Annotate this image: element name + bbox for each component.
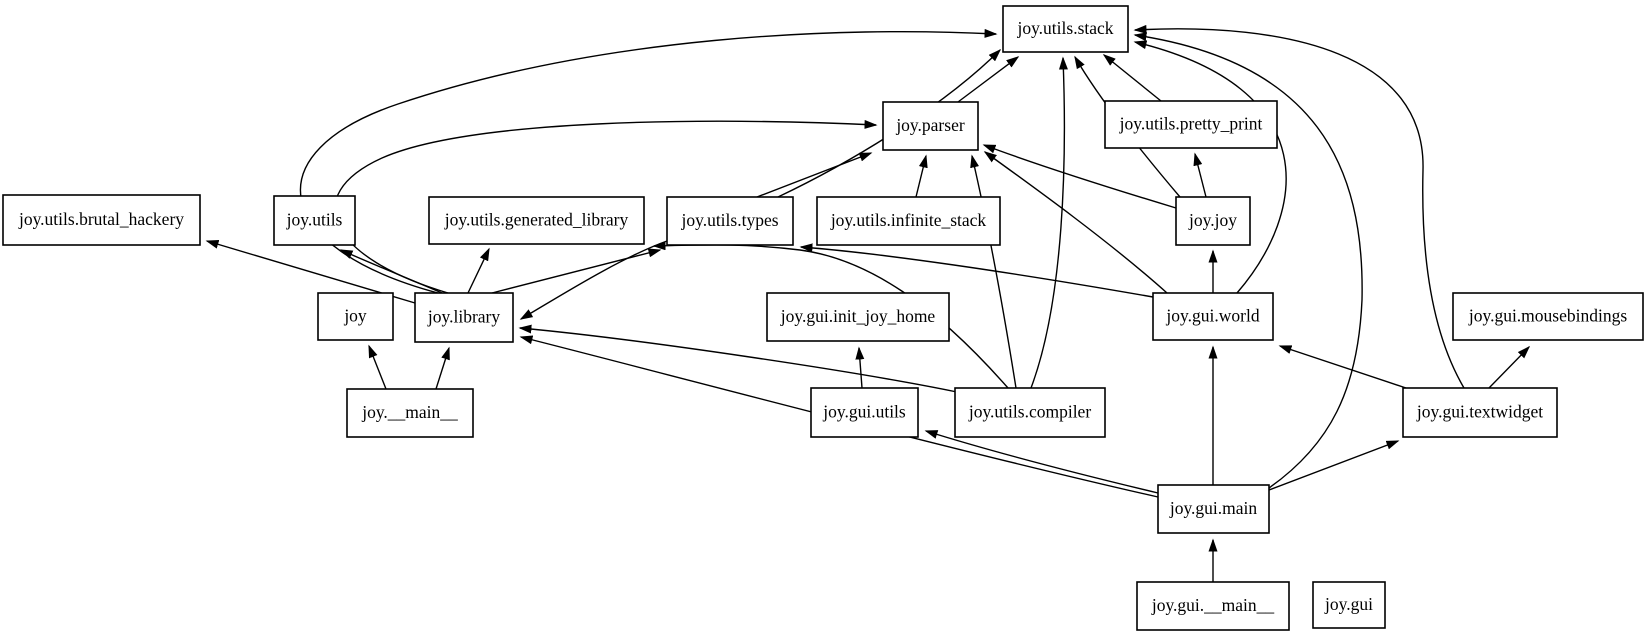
node-joy-gui-mousebindings: joy.gui.mousebindings <box>1452 292 1644 341</box>
node-label-joy-utils-pretty-print: joy.utils.pretty_print <box>1119 114 1263 134</box>
edge-joy.utils.compiler-to-joy.utils.stack <box>1030 56 1068 389</box>
node-label-joy-library: joy.library <box>427 307 500 327</box>
node-label-joy-utils: joy.utils <box>286 210 343 230</box>
node-joy-utils-brutal-hackery: joy.utils.brutal_hackery <box>2 194 201 246</box>
nodes-layer: joy.utils.stack joy.parser joy.utils.prett… <box>2 5 1644 631</box>
node-joy-library: joy.library <box>414 292 514 343</box>
node-box-joy-joy <box>1175 196 1251 246</box>
edge-joy.gui.textwidget-to-joy.gui.world <box>1278 345 1407 389</box>
node-box-joy-gui <box>1312 581 1386 629</box>
node-box-joy-gui-init-joy-home <box>766 292 950 342</box>
node-label-joy-utils-compiler: joy.utils.compiler <box>968 402 1091 422</box>
node-box-joy-utils <box>273 195 356 246</box>
node-label-joy-gui: joy.gui <box>1324 594 1373 614</box>
node-joy-gui-utils: joy.gui.utils <box>810 387 919 438</box>
node-joy-gui: joy.gui <box>1312 581 1386 629</box>
node-box-joy <box>317 292 394 341</box>
node-box-joy-library <box>414 292 514 343</box>
node-joy-utils-stack: joy.utils.stack <box>1002 5 1129 53</box>
node-joy-gui-init-joy-home: joy.gui.init_joy_home <box>766 292 950 342</box>
node-box-joy-main <box>346 388 474 438</box>
node-label-joy-gui-mousebindings: joy.gui.mousebindings <box>1468 306 1628 326</box>
edge-joy.joy-to-joy.parser <box>982 144 1177 209</box>
node-label-joy-utils-infinite-stack: joy.utils.infinite_stack <box>830 210 987 230</box>
edges-layer <box>205 24 1531 582</box>
node-joy-gui-main: joy.gui.main <box>1157 484 1270 534</box>
node-box-joy-parser <box>882 101 979 151</box>
edge-joy.utils.infinite_stack-to-joy.parser <box>915 154 928 198</box>
node-joy-utils-types: joy.utils.types <box>666 196 794 246</box>
edge-joy.joy-to-joy.utils.pretty_print <box>1193 152 1207 198</box>
node-box-joy-utils-brutal-hackery <box>2 194 201 246</box>
node-label-joy-utils-brutal-hackery: joy.utils.brutal_hackery <box>18 209 184 229</box>
edge-joy.utils.types-to-joy.parser <box>756 152 873 198</box>
node-joy-gui-main-module: joy.gui.__main__ <box>1136 581 1290 631</box>
node-label-joy-gui-textwidget: joy.gui.textwidget <box>1416 402 1543 422</box>
node-label-joy-utils-stack: joy.utils.stack <box>1016 18 1113 38</box>
node-joy-parser: joy.parser <box>882 101 979 151</box>
edge-joy.gui.main-to-joy.utils.stack <box>1133 32 1363 489</box>
edge-joy.gui.world-to-joy.utils.types <box>799 243 1154 298</box>
node-label-joy-utils-generated-library: joy.utils.generated_library <box>444 210 629 230</box>
node-joy-joy: joy.joy <box>1175 196 1251 246</box>
node-label-joy-gui-init-joy-home: joy.gui.init_joy_home <box>780 306 936 326</box>
edge-joy.__main__-to-joy <box>368 344 387 390</box>
node-box-joy-gui-textwidget <box>1402 387 1558 438</box>
edge-joy.gui.world-to-joy.parser <box>983 151 1168 294</box>
node-joy-utils-pretty-print: joy.utils.pretty_print <box>1104 100 1278 149</box>
edge-joy.parser-to-joy.utils.stack <box>957 56 1020 103</box>
edge-joy.library-to-joy.utils.generated_library <box>467 247 490 294</box>
node-label-joy-gui-utils: joy.gui.utils <box>822 402 906 422</box>
edge-joy.utils.compiler-to-joy.parser <box>970 154 1017 389</box>
node-label-joy-gui-main-module: joy.gui.__main__ <box>1151 595 1275 615</box>
node-joy-utils-compiler: joy.utils.compiler <box>954 387 1106 438</box>
edge-joy.gui.utils-to-joy.gui.init_joy_home <box>855 346 865 389</box>
node-box-joy-gui-main-module <box>1136 581 1290 631</box>
edge-joy.utils.types-to-joy.library <box>519 240 668 320</box>
edge-joy.__main__-to-joy.library <box>435 346 450 390</box>
node-joy-utils: joy.utils <box>273 195 356 246</box>
node-box-joy-utils-compiler <box>954 387 1106 438</box>
node-label-joy-utils-types: joy.utils.types <box>680 210 778 230</box>
node-box-joy-utils-generated-library <box>428 196 645 245</box>
node-label-joy: joy <box>343 306 367 326</box>
node-box-joy-utils-infinite-stack <box>816 196 1001 246</box>
node-box-joy-gui-world <box>1152 292 1274 341</box>
node-box-joy-utils-pretty-print <box>1104 100 1278 149</box>
node-box-joy-gui-mousebindings <box>1452 292 1644 341</box>
edge-joy.library-to-joy.utils.stack <box>299 28 998 294</box>
node-joy: joy <box>317 292 394 341</box>
node-label-joy-main: joy.__main__ <box>361 402 458 422</box>
edge-joy.gui.world-to-joy.utils.stack <box>1133 40 1287 294</box>
edge-joy.utils.pretty_print-to-joy.utils.stack <box>1102 54 1162 102</box>
node-joy-gui-world: joy.gui.world <box>1152 292 1274 341</box>
node-label-joy-joy: joy.joy <box>1188 210 1237 230</box>
edge-joy.utils.compiler-to-joy.library <box>518 324 958 393</box>
node-label-joy-gui-world: joy.gui.world <box>1165 306 1259 326</box>
node-joy-utils-infinite-stack: joy.utils.infinite_stack <box>816 196 1001 246</box>
node-box-joy-gui-utils <box>810 387 919 438</box>
node-box-joy-utils-types <box>666 196 794 246</box>
edge-joy.library-to-joy.utils.types <box>491 248 662 294</box>
node-label-joy-parser: joy.parser <box>895 115 965 135</box>
node-joy-gui-textwidget: joy.gui.textwidget <box>1402 387 1558 438</box>
edge-joy.gui.main-to-joy.gui.utils <box>924 430 1159 494</box>
edge-joy.gui.textwidget-to-joy.gui.mousebindings <box>1488 345 1531 389</box>
node-label-joy-gui-main: joy.gui.main <box>1169 498 1258 518</box>
node-joy-main: joy.__main__ <box>346 388 474 438</box>
edge-joy.gui.main-to-joy.gui.textwidget <box>1268 440 1400 491</box>
node-joy-utils-generated-library: joy.utils.generated_library <box>428 196 645 245</box>
node-box-joy-utils-stack <box>1002 5 1129 53</box>
edge-joy.gui.textwidget-to-joy.utils.stack <box>1133 24 1465 389</box>
node-box-joy-gui-main <box>1157 484 1270 534</box>
